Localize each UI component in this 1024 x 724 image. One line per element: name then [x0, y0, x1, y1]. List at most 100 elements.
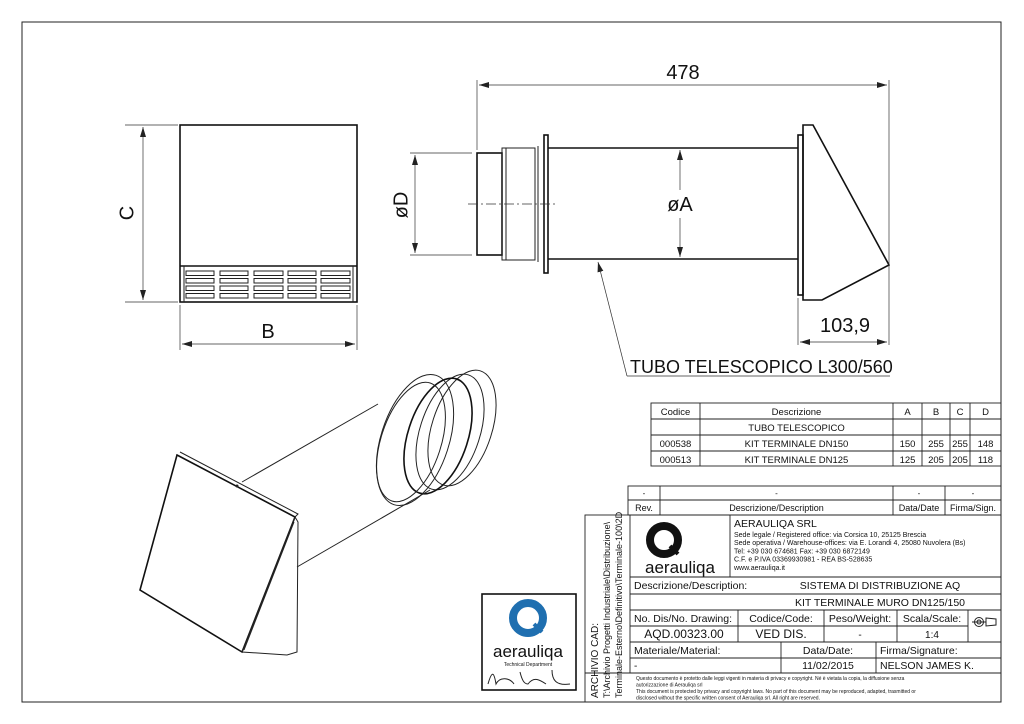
- side-view: 478 103,9 øD øA TUBO TELESCOPICO L300/56…: [390, 62, 893, 377]
- grille-slot: [320, 270, 351, 276]
- archive-line: T:\Archivio Progetti Industriale\Distrib…: [602, 521, 612, 698]
- disclaimer-line: This document is protected by privacy an…: [636, 689, 916, 695]
- dim-c-label: C: [116, 206, 138, 220]
- parts-cell: KIT TERMINALE DN125: [745, 455, 849, 466]
- parts-cell: 118: [978, 455, 993, 466]
- code-label: Codice/Code:: [749, 613, 813, 625]
- drawing-no-label: No. Dis/No. Drawing:: [634, 613, 732, 625]
- grille-slot: [185, 278, 215, 284]
- company-info-line: Tel: +39 030 674681 Fax: +39 030 6872149: [734, 548, 870, 555]
- grille-slot: [320, 285, 351, 291]
- parts-cell: 205: [952, 455, 968, 466]
- grille-slot: [287, 278, 317, 284]
- revision-cell: -: [972, 489, 975, 498]
- company-info-line: Sede legale / Registered office: via Cor…: [734, 532, 926, 539]
- drawing-no: AQD.00323.00: [644, 627, 724, 641]
- grille-slot: [253, 285, 284, 291]
- company-logo-text: aerauliqa: [645, 558, 715, 577]
- parts-cell: 000538: [660, 439, 692, 450]
- parts-cell: 148: [978, 439, 994, 450]
- grille-slot: [253, 278, 284, 284]
- dim-diameter-d: øD: [390, 192, 412, 219]
- code: VED DIS.: [755, 627, 806, 641]
- front-view: C B: [116, 124, 358, 350]
- parts-header-cell: D: [982, 407, 989, 418]
- isometric-view: [139, 369, 497, 656]
- date-label: Data/Date:: [803, 645, 853, 657]
- revision-cell: -: [918, 489, 921, 498]
- description-label: Descrizione/Description:: [634, 580, 747, 592]
- stamp-subtitle: Technical Department: [504, 662, 553, 668]
- revision-header-cell: Firma/Sign.: [950, 503, 996, 513]
- dim-overall-length: 478: [666, 62, 699, 84]
- revision-header-cell: Descrizione/Description: [729, 503, 824, 513]
- grille-slot: [287, 270, 317, 276]
- disclaimer-line: disclosed without the specific written c…: [636, 696, 820, 702]
- parts-table: Codice Descrizione A B C D TUBO TELESCOPICO 000…: [650, 402, 1002, 467]
- scale-label: Scala/Scale:: [903, 613, 961, 625]
- archive-line: Terminale-Esterno\Definitivo\Terminale-1…: [614, 511, 624, 698]
- company-info-line: www.aerauliqa.it: [733, 565, 785, 572]
- sheet-border: [21, 21, 1002, 703]
- parts-cell: 205: [928, 455, 944, 466]
- parts-header-cell: Descrizione: [772, 407, 822, 418]
- parts-cell: 255: [952, 439, 968, 450]
- parts-cell: KIT TERMINALE DN150: [745, 439, 849, 450]
- disclaimer-line: autorizzazione di Aerauliqa srl: [636, 683, 702, 689]
- grille-slots: [185, 270, 351, 299]
- dim-diameter-a: øA: [667, 194, 693, 216]
- cad-archive-path: ARCHIVIO CAD:T:\Archivio Progetti Indust…: [590, 511, 624, 698]
- dim-b-label: B: [261, 321, 274, 343]
- grille-slot: [219, 278, 249, 284]
- department-stamp: aerauliqa Technical Department: [481, 593, 577, 691]
- material: -: [634, 661, 637, 672]
- stamp-logo-text: aerauliqa: [493, 642, 563, 661]
- parts-header-cell: C: [957, 407, 964, 418]
- grille-slot: [219, 293, 249, 299]
- disclaimer: Questo documento è protetto dalle leggi …: [636, 676, 916, 702]
- parts-header-cell: A: [904, 407, 911, 418]
- grille-slot: [320, 293, 351, 299]
- projection-symbol-icon: [972, 617, 997, 627]
- scale: 1:4: [925, 630, 939, 641]
- parts-cell: 150: [900, 439, 916, 450]
- grille-slot: [287, 285, 317, 291]
- revision-header-cell: Data/Date: [899, 503, 940, 513]
- parts-cell: 125: [900, 455, 916, 466]
- dim-hood-depth: 103,9: [820, 315, 870, 337]
- signature-label: Firma/Signature:: [880, 645, 958, 657]
- parts-cell: 000513: [660, 455, 692, 466]
- company-info-line: Sede operativa / Warehouse-offices: via …: [734, 540, 966, 547]
- company-name: AERAULIQA SRL: [734, 518, 817, 530]
- grille-slot: [253, 270, 284, 276]
- parts-cell: TUBO TELESCOPICO: [748, 423, 844, 434]
- parts-cell: 255: [928, 439, 944, 450]
- leader-label-telescopic-tube: TUBO TELESCOPICO L300/560: [630, 357, 893, 377]
- grille-slot: [185, 293, 215, 299]
- company-info-line: C.F. e P.IVA 03369930981 - REA BS-528635: [734, 557, 872, 564]
- revision-cell: -: [775, 489, 778, 498]
- grille-slot: [185, 270, 215, 276]
- grille-slot: [219, 270, 249, 276]
- parts-header-cell: B: [933, 407, 939, 418]
- grille-slot: [219, 285, 249, 291]
- aerauliqa-logo-icon: [509, 599, 547, 637]
- weight-label: Peso/Weight:: [829, 613, 891, 625]
- company-logo-icon: [646, 522, 682, 558]
- description-line-2: KIT TERMINALE MURO DN125/150: [795, 597, 965, 609]
- weight: -: [858, 630, 861, 641]
- grille-slot: [320, 278, 351, 284]
- disclaimer-line: Questo documento è protetto dalle leggi …: [636, 676, 905, 682]
- archive-line: ARCHIVIO CAD:: [590, 623, 601, 698]
- description-line-1: SISTEMA DI DISTRIBUZIONE AQ: [800, 580, 960, 592]
- title-block: ARCHIVIO CAD:T:\Archivio Progetti Indust…: [584, 511, 1002, 703]
- material-label: Materiale/Material:: [634, 645, 720, 657]
- signature-name: NELSON JAMES K.: [880, 660, 974, 672]
- parts-header-cell: Codice: [661, 407, 691, 418]
- date: 11/02/2015: [802, 660, 854, 672]
- signature: [487, 669, 571, 686]
- grille-slot: [287, 293, 317, 299]
- revision-header-cell: Rev.: [635, 503, 653, 513]
- grille-slot: [253, 293, 284, 299]
